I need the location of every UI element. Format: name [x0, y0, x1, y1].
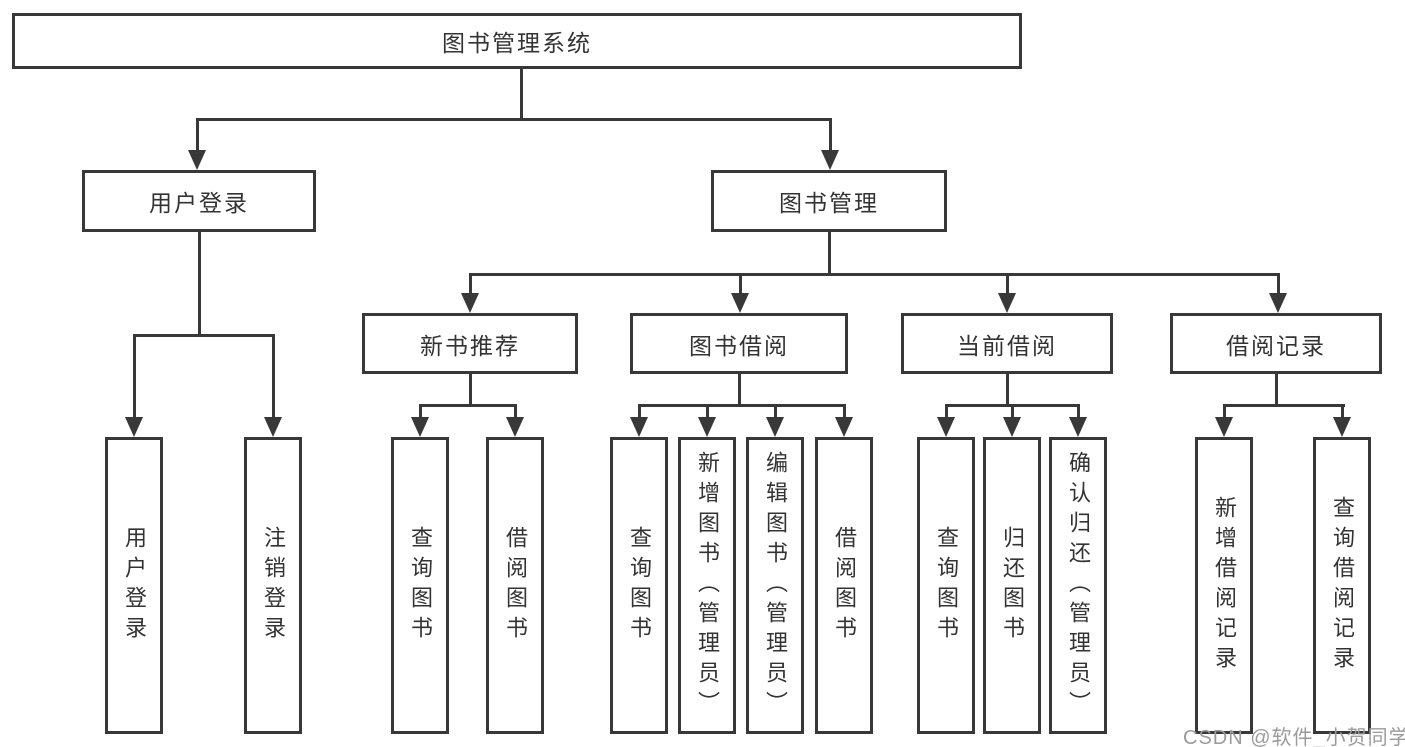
arrow-down-icon: [821, 150, 839, 170]
arrow-down-icon: [1215, 417, 1233, 437]
connector-line: [520, 67, 523, 120]
connector-line: [739, 273, 742, 295]
leaf-cb-confirm-return-label: 确认归还（管理员）: [1066, 450, 1091, 721]
node-current-borrow: 当前借阅: [901, 313, 1113, 374]
connector-line: [198, 231, 201, 336]
leaf-br-query-record: 查询借阅记录: [1313, 437, 1371, 734]
connector-line: [1006, 372, 1009, 406]
node-root: 图书管理系统: [12, 13, 1022, 69]
node-new-book-rec-label: 新书推荐: [420, 332, 520, 359]
arrow-down-icon: [506, 417, 524, 437]
leaf-logout-label: 注销登录: [261, 525, 286, 646]
node-book-borrow: 图书借阅: [630, 313, 848, 374]
leaf-user-login-label: 用户登录: [122, 525, 147, 646]
connector-line: [133, 334, 136, 419]
leaf-cb-return-book-label: 归还图书: [1000, 525, 1025, 646]
leaf-rec-query-book: 查询图书: [391, 437, 449, 734]
leaf-bb-add-book: 新增图书（管理员）: [678, 437, 736, 734]
arrow-down-icon: [461, 293, 479, 313]
connector-line: [1341, 404, 1344, 419]
connector-line: [843, 404, 846, 419]
arrow-down-icon: [937, 417, 955, 437]
leaf-cb-return-book: 归还图书: [983, 437, 1041, 734]
connector-line: [945, 404, 948, 419]
leaf-br-add-record-label: 新增借阅记录: [1212, 495, 1237, 676]
arrow-down-icon: [835, 417, 853, 437]
connector-line: [738, 372, 741, 406]
leaf-rec-query-book-label: 查询图书: [408, 525, 433, 646]
node-borrow-records: 借阅记录: [1170, 313, 1382, 374]
connector-line: [1223, 404, 1345, 407]
connector-line: [196, 118, 199, 152]
leaf-bb-add-book-label: 新增图书（管理员）: [695, 450, 720, 721]
connector-line: [419, 404, 517, 407]
arrow-down-icon: [1269, 293, 1287, 313]
connector-line: [1006, 273, 1009, 295]
connector-line: [133, 334, 274, 337]
connector-line: [469, 273, 1280, 276]
node-book-mgmt-label: 图书管理: [779, 190, 879, 216]
connector-line: [1275, 372, 1278, 406]
leaf-cb-query-book-label: 查询图书: [934, 525, 959, 646]
node-root-label: 图书管理系统: [442, 30, 592, 56]
arrow-down-icon: [731, 293, 749, 313]
node-current-borrow-label: 当前借阅: [957, 332, 1057, 359]
connector-line: [469, 273, 472, 295]
node-user-login-label: 用户登录: [149, 190, 249, 216]
connector-line: [774, 404, 777, 419]
connector-line: [706, 404, 709, 419]
arrow-down-icon: [264, 417, 282, 437]
node-user-login: 用户登录: [82, 170, 316, 232]
leaf-cb-confirm-return: 确认归还（管理员）: [1049, 437, 1107, 734]
connector-line: [272, 334, 275, 419]
connector-line: [1223, 404, 1226, 419]
connector-line: [196, 118, 832, 121]
leaf-rec-borrow-book: 借阅图书: [486, 437, 544, 734]
arrow-down-icon: [1333, 417, 1351, 437]
node-book-mgmt: 图书管理: [711, 170, 947, 232]
connector-line: [514, 404, 517, 419]
leaf-cb-query-book: 查询图书: [917, 437, 975, 734]
arrow-down-icon: [411, 417, 429, 437]
connector-line: [1011, 404, 1014, 419]
arrow-down-icon: [188, 150, 206, 170]
arrow-down-icon: [698, 417, 716, 437]
leaf-rec-borrow-book-label: 借阅图书: [503, 525, 528, 646]
connector-line: [828, 231, 831, 275]
leaf-logout: 注销登录: [244, 437, 302, 734]
leaf-bb-query-book-label: 查询图书: [627, 525, 652, 646]
arrow-down-icon: [1069, 417, 1087, 437]
leaf-bb-borrow-book: 借阅图书: [815, 437, 873, 734]
leaf-user-login: 用户登录: [105, 437, 163, 734]
connector-line: [638, 404, 641, 419]
leaf-br-query-record-label: 查询借阅记录: [1330, 495, 1355, 676]
connector-line: [1077, 404, 1080, 419]
arrow-down-icon: [766, 417, 784, 437]
connector-line: [1277, 273, 1280, 295]
arrow-down-icon: [630, 417, 648, 437]
arrow-down-icon: [125, 417, 143, 437]
connector-line: [829, 118, 832, 152]
node-new-book-rec: 新书推荐: [362, 313, 578, 374]
leaf-bb-borrow-book-label: 借阅图书: [832, 525, 857, 646]
connector-line: [638, 404, 846, 407]
node-book-borrow-label: 图书借阅: [689, 332, 789, 359]
arrow-down-icon: [1003, 417, 1021, 437]
node-borrow-records-label: 借阅记录: [1226, 332, 1326, 359]
arrow-down-icon: [998, 293, 1016, 313]
csdn-watermark: CSDN @软件_小贺同学: [1183, 727, 1405, 747]
leaf-bb-query-book: 查询图书: [610, 437, 668, 734]
connector-line: [469, 372, 472, 406]
leaf-br-add-record: 新增借阅记录: [1195, 437, 1253, 734]
leaf-bb-edit-book: 编辑图书（管理员）: [746, 437, 804, 734]
leaf-bb-edit-book-label: 编辑图书（管理员）: [763, 450, 788, 721]
connector-line: [419, 404, 422, 419]
